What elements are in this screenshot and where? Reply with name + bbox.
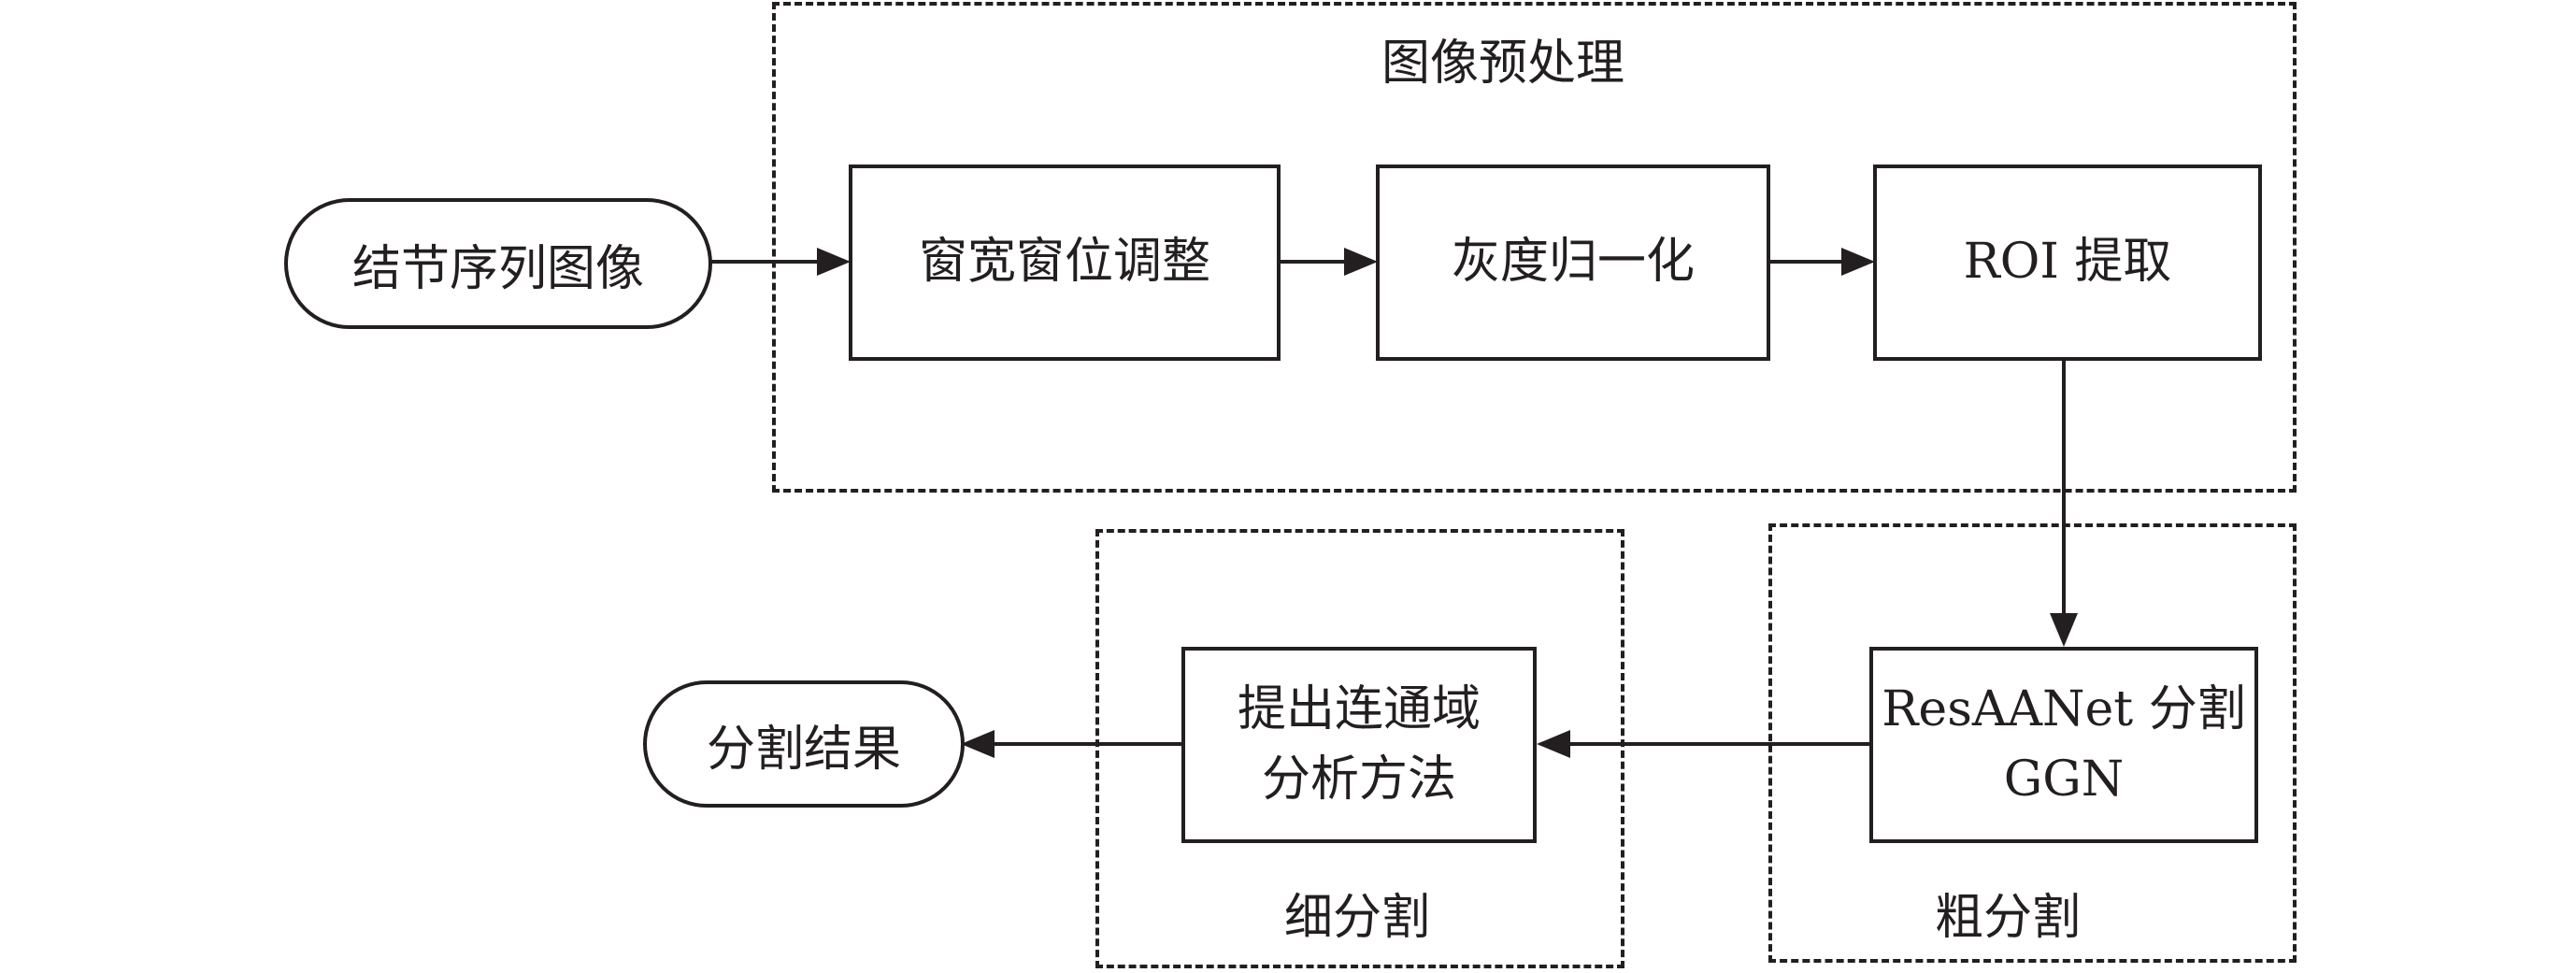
preprocess-group-label: 图像预处理 [1381,36,1625,92]
gray-normalize-label: 灰度归一化 [1451,234,1695,291]
output-terminal: 分割结果 [643,680,965,808]
window-level-label: 窗宽窗位调整 [918,234,1210,291]
coarse-segmentation-group [1768,523,2297,963]
arrowhead-resaanet-to-connected [1537,730,1570,758]
resaanet-box: ResAANet 分割 GGN [1869,647,2258,843]
arrowhead-input-to-window [817,248,851,276]
connected-component-box: 提出连通域 分析方法 [1181,647,1537,843]
gray-normalize-box: 灰度归一化 [1376,165,1770,361]
connected-component-label-line1: 提出连通域 [1237,680,1481,737]
coarse-segmentation-label: 粗分割 [1935,890,2082,946]
preprocess-group [772,2,2297,493]
window-level-box: 窗宽窗位调整 [849,165,1281,361]
fine-segmentation-label: 细分割 [1284,890,1431,946]
resaanet-label-line1: ResAANet 分割 [1882,680,2246,737]
arrowhead-gray-to-roi [1841,248,1875,276]
arrowhead-connected-to-output [961,730,995,758]
connected-component-label-line2: 分析方法 [1261,751,1456,808]
roi-extract-label: ROI 提取 [1963,234,2172,291]
arrowhead-roi-to-resaanet [2050,613,2078,647]
resaanet-label-line2: GGN [2003,751,2125,808]
arrowhead-window-to-gray [1344,248,1378,276]
output-terminal-label: 分割结果 [706,721,901,778]
input-terminal-label: 结节序列图像 [351,240,644,297]
roi-extract-box: ROI 提取 [1873,165,2262,361]
input-terminal: 结节序列图像 [284,198,712,329]
fine-segmentation-group [1095,529,1624,968]
